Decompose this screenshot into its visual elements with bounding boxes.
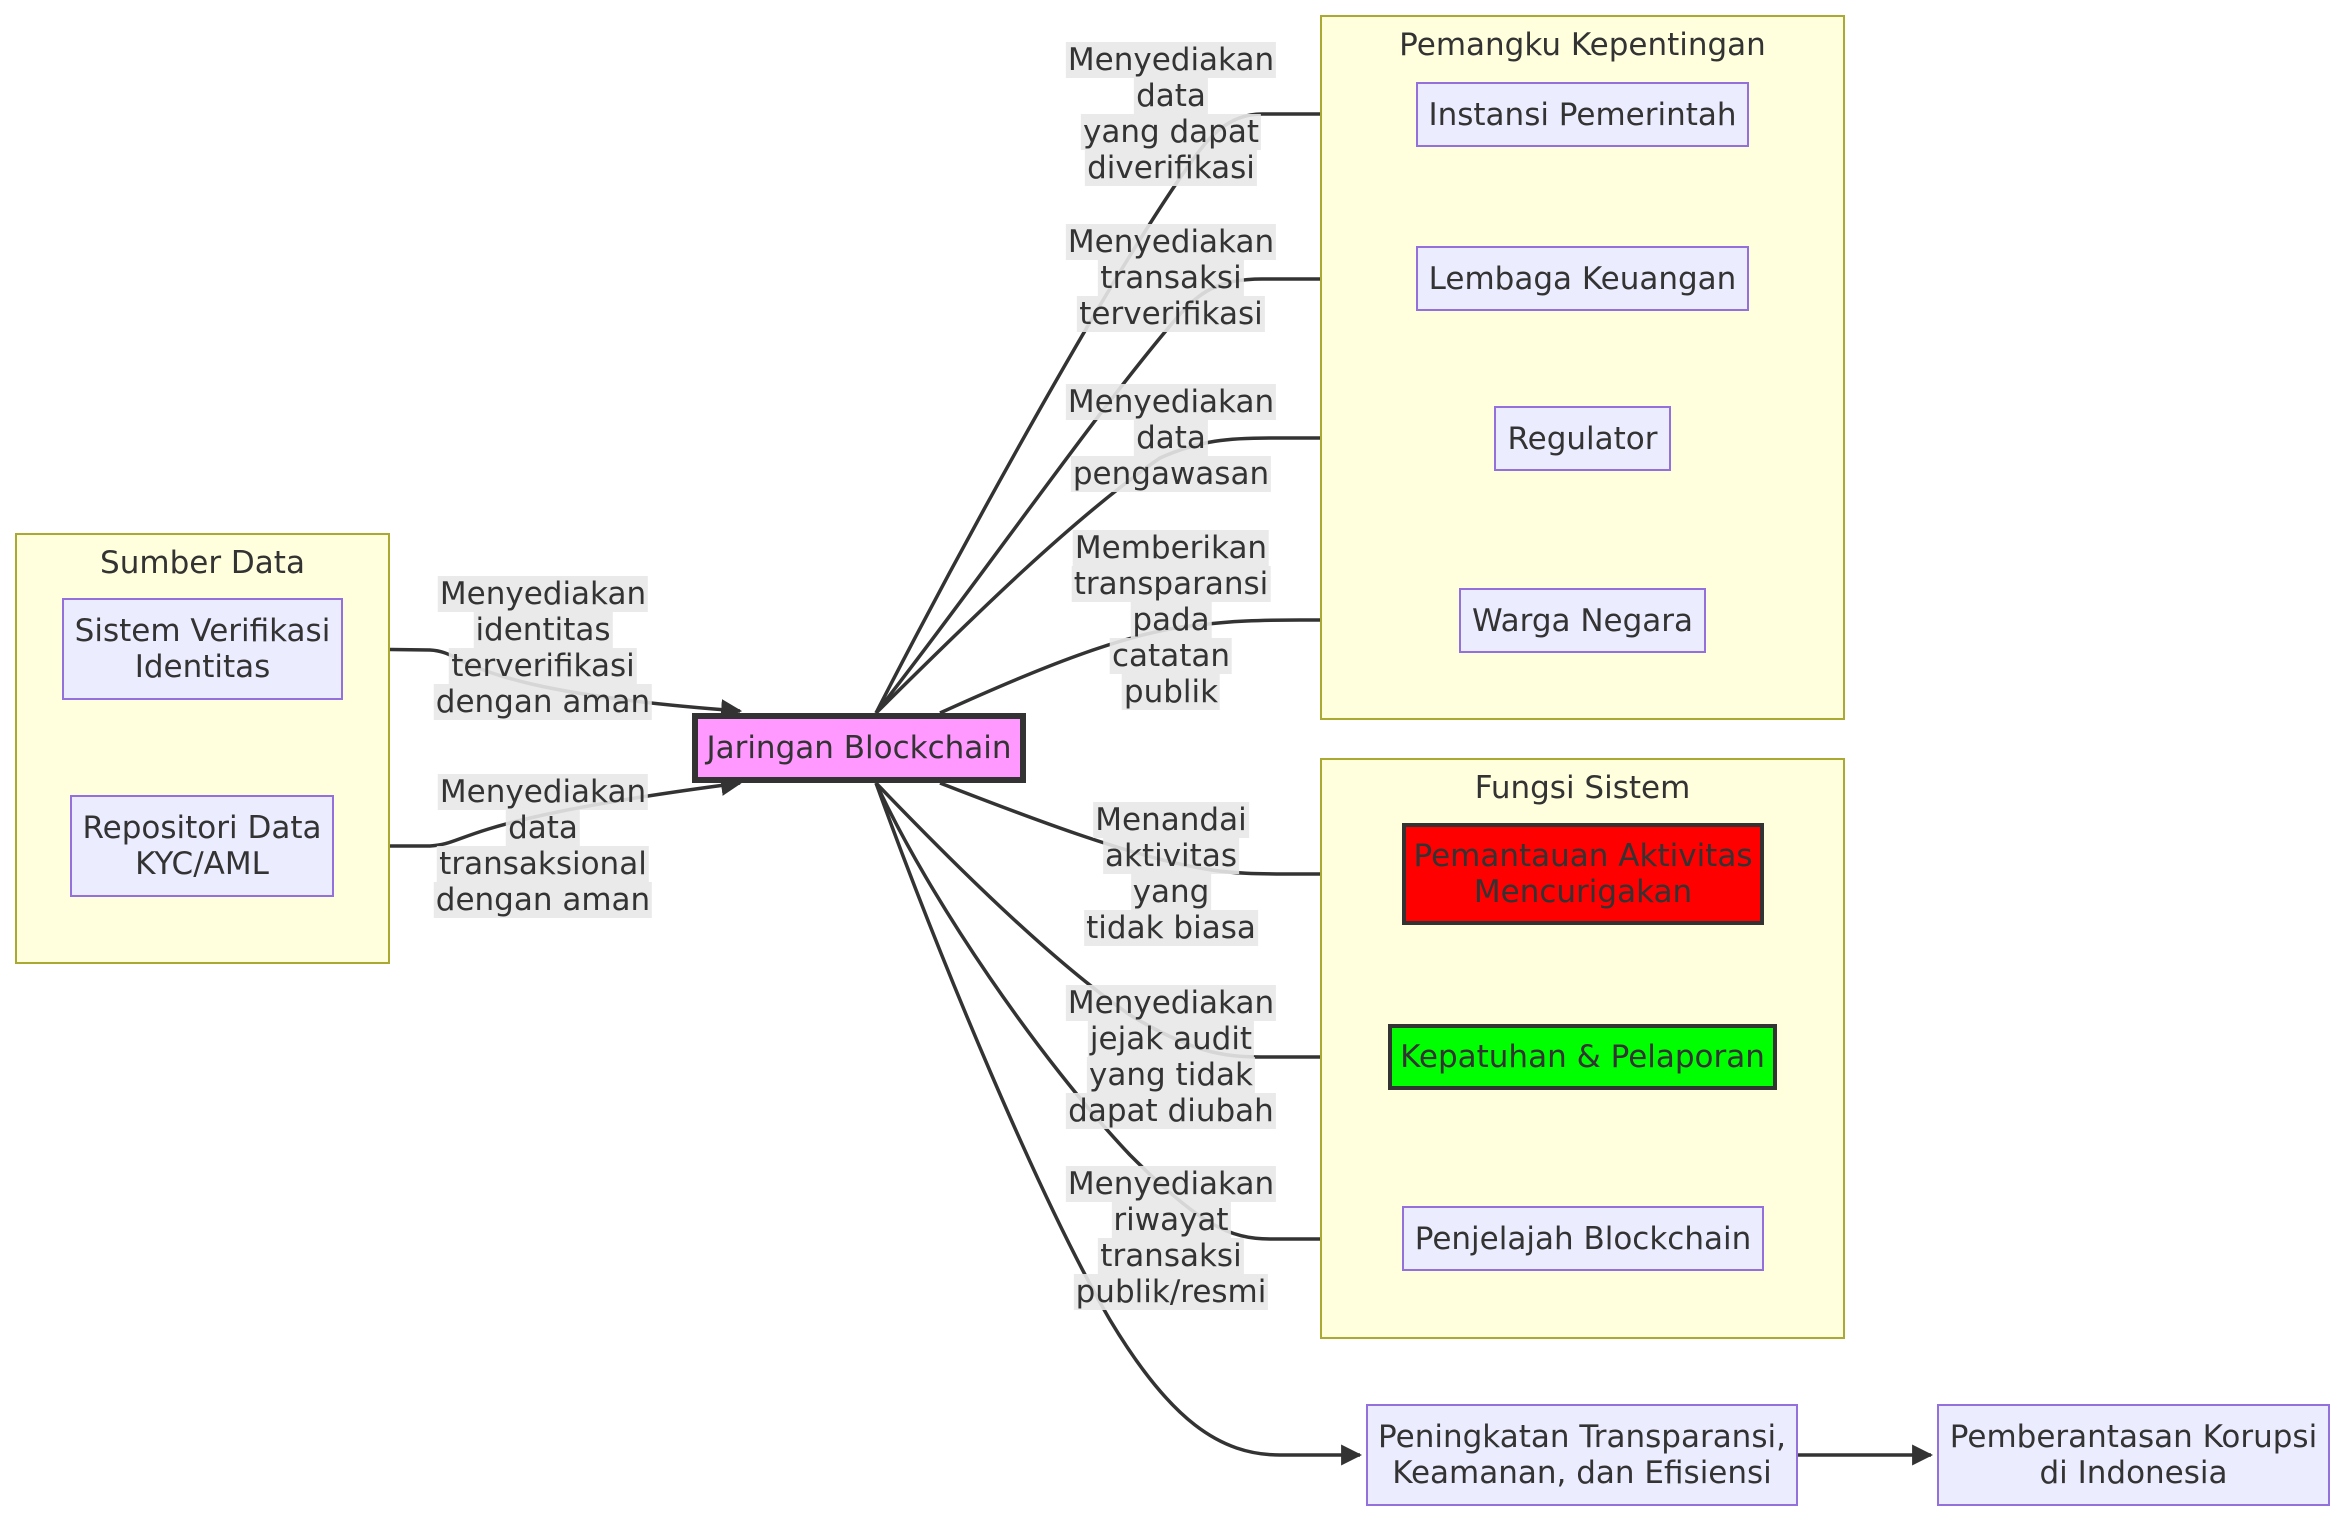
edge-label-to-government: Menyediakan data yang dapat diverifikasi	[1065, 42, 1277, 186]
node-identity-verification[interactable]: Sistem Verifikasi Identitas	[62, 598, 343, 700]
node-compliance-reporting[interactable]: Kepatuhan & Pelaporan	[1388, 1024, 1777, 1090]
edge-label-to-regulator: Menyediakan data pengawasan	[1065, 384, 1277, 492]
node-improved-transparency[interactable]: Peningkatan Transparansi, Keamanan, dan …	[1366, 1404, 1798, 1506]
edge-label-to-explorer: Menyediakan riwayat transaksi publik/res…	[1065, 1166, 1277, 1310]
node-financial-institution[interactable]: Lembaga Keuangan	[1416, 246, 1749, 311]
edge-label-to-financial: Menyediakan transaksi terverifikasi	[1065, 224, 1277, 332]
edge-blockchain-to-outcome	[874, 782, 1363, 1466]
node-blockchain-explorer[interactable]: Penjelajah Blockchain	[1402, 1206, 1764, 1271]
edge-label-to-monitoring: Menandai aktivitas yang tidak biasa	[1084, 802, 1258, 946]
cluster-title-stakeholders: Pemangku Kepentingan	[1399, 27, 1766, 63]
cluster-title-data-sources: Sumber Data	[100, 545, 305, 581]
edge-label-kyc-to-blockchain: Menyediakan data transaksional dengan am…	[433, 774, 653, 918]
node-regulator[interactable]: Regulator	[1494, 406, 1671, 471]
cluster-title-system-functions: Fungsi Sistem	[1474, 770, 1691, 806]
edge-label-to-citizens: Memberikan transparansi pada catatan pub…	[1071, 530, 1271, 710]
edge-label-identity-to-blockchain: Menyediakan identitas terverifikasi deng…	[433, 576, 653, 720]
node-government-agency[interactable]: Instansi Pemerintah	[1416, 82, 1749, 147]
node-kyc-aml-repository[interactable]: Repositori Data KYC/AML	[70, 795, 334, 897]
node-anti-corruption[interactable]: Pemberantasan Korupsi di Indonesia	[1937, 1404, 2330, 1506]
node-suspicious-activity-monitoring[interactable]: Pemantauan Aktivitas Mencurigakan	[1402, 823, 1764, 925]
node-citizens[interactable]: Warga Negara	[1459, 588, 1706, 653]
node-blockchain-network[interactable]: Jaringan Blockchain	[692, 713, 1026, 783]
edge-label-to-compliance: Menyediakan jejak audit yang tidak dapat…	[1065, 985, 1277, 1129]
